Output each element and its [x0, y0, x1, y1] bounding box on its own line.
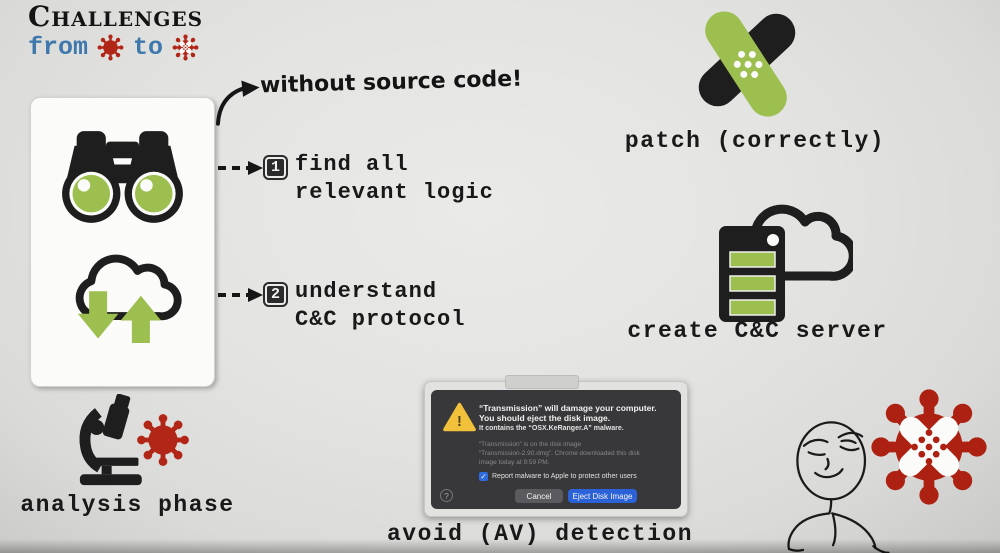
server-label: create C&C server [627, 318, 888, 344]
step-1-line-2: relevant logic [295, 180, 494, 205]
virus-icon [137, 414, 189, 466]
malware-alert-window: ! “Transmission” will damage your comput… [424, 375, 688, 517]
virus-icon [97, 34, 124, 61]
microscope-icon [79, 394, 142, 486]
to-label: to [133, 33, 164, 62]
checkbox-label: Report malware to Apple to protect other… [492, 473, 637, 480]
help-button[interactable]: ? [440, 489, 453, 502]
alert-subtitle: It contains the “OSX.KeRanger.A” malware… [479, 425, 624, 432]
warning-triangle-icon: ! [443, 402, 476, 432]
dashed-arrow [218, 161, 263, 175]
step-1-text: find all relevant logic [295, 151, 494, 207]
alert-details-line-1: “Transmission” is on the disk image [479, 441, 581, 448]
patched-virus-icon [871, 389, 987, 505]
page-title: Challenges [28, 0, 204, 33]
alert-title: “Transmission” will damage your computer… [479, 403, 657, 423]
curved-arrow [215, 80, 260, 126]
warning-glyph: ! [457, 414, 462, 430]
step-2-line-1: understand [295, 279, 438, 304]
step-2-line-2: C&C protocol [295, 307, 466, 332]
analysis-label: analysis phase [20, 492, 235, 518]
server-cloud-icon [719, 204, 853, 322]
cancel-button[interactable]: Cancel [515, 489, 563, 503]
avoid-label: avoid (AV) detection [386, 521, 694, 547]
patched-virus-icon [172, 34, 199, 61]
step-2-badge: 2 [263, 282, 288, 307]
dashed-arrow [218, 288, 263, 302]
alert-details: “Transmission” is on the disk image “Tra… [479, 441, 640, 467]
alert-details-line-2: “Transmission-2.90.dmg”. Chrome download… [479, 449, 640, 457]
checkbox-checked-icon[interactable]: ✓ [479, 472, 488, 481]
step-1-line-1: find all [295, 152, 409, 177]
report-malware-checkbox-row[interactable]: ✓ Report malware to Apple to protect oth… [479, 472, 637, 481]
window-tab [505, 375, 579, 389]
eject-disk-image-button[interactable]: Eject Disk Image [568, 489, 637, 503]
cloud-updown-icon [75, 254, 182, 343]
alert-title-line-1: “Transmission” will damage your computer… [479, 403, 657, 413]
alert-title-line-2: You should eject the disk image. [479, 413, 611, 423]
from-label: from [28, 33, 89, 62]
binoculars-icon [62, 131, 183, 223]
patch-label: patch (correctly) [624, 128, 886, 154]
malware-alert-dialog: ! “Transmission” will damage your comput… [431, 390, 681, 509]
subtitle: from to [28, 33, 199, 62]
note-without-source: without source code! [259, 66, 523, 99]
step-1-badge: 1 [263, 155, 288, 180]
smug-meme-face [787, 421, 890, 553]
alert-details-line-3: image today at 9:59 PM. [479, 458, 550, 466]
step-2-text: understand C&C protocol [295, 278, 465, 334]
